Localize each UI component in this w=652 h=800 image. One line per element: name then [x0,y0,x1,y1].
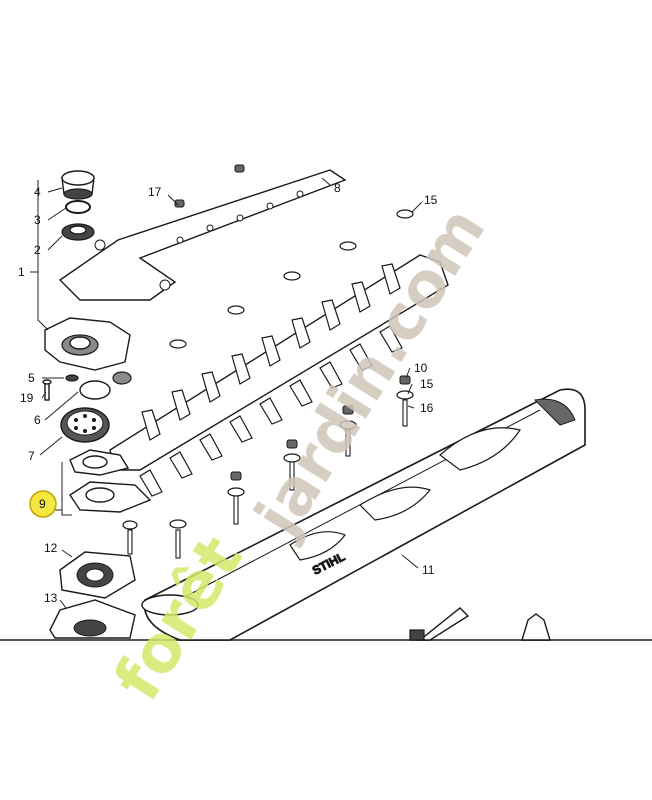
callout-19: 19 [20,391,34,405]
callout-15-top: 15 [424,193,438,207]
gear-housing-1 [44,317,131,371]
bearing-2 [61,223,95,241]
blade-guard-11 [141,388,586,641]
callout-15-mid: 15 [420,377,434,391]
callout-10: 10 [414,361,428,375]
washer-6 [79,371,132,400]
highlight-callout-9 [29,490,57,518]
callout-3: 3 [34,213,41,227]
callout-9: 9 [39,497,46,511]
screw-19 [42,379,52,401]
circlip-3 [65,200,91,214]
callout-1: 1 [18,265,25,279]
wrench-tool [409,607,470,641]
nuts-10 [174,164,411,481]
callout-13: 13 [44,591,58,605]
gear-7 [60,407,110,443]
blade-bar-8 [58,169,347,301]
screw-5 [65,374,79,382]
grease-tube [521,613,551,641]
bolts-16 [127,399,408,559]
washers-15 [122,209,414,530]
cap-4 [61,170,95,200]
callout-6: 6 [34,413,41,427]
callout-12: 12 [44,541,58,555]
callout-8: 8 [334,181,341,195]
callout-5: 5 [28,371,35,385]
housing-part-12 [59,551,136,599]
housing-part-13 [49,599,136,639]
callout-17: 17 [148,185,162,199]
callout-7: 7 [28,449,35,463]
callout-2: 2 [34,243,41,257]
callout-16: 16 [420,401,434,415]
cutter-blade-lower [69,449,152,513]
callout-11: 11 [422,563,435,577]
callout-4: 4 [34,185,41,199]
leader-lines [30,177,423,609]
